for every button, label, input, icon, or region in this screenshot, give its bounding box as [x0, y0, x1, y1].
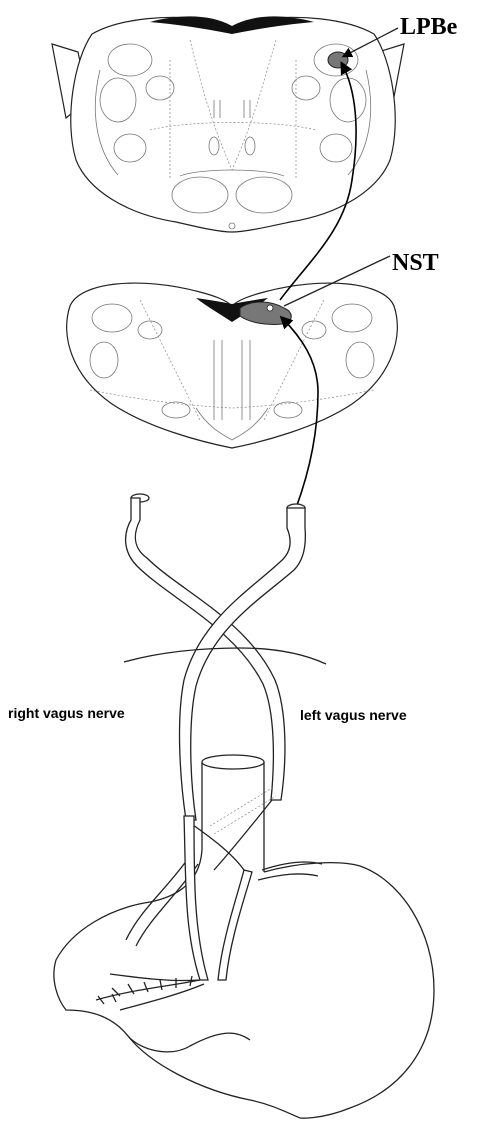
esophagus [202, 762, 264, 872]
anterior-trunk [184, 816, 208, 980]
lpbe-region [328, 52, 348, 68]
recurrent-branch [124, 648, 326, 664]
posterior-trunk [218, 870, 252, 980]
vagus-nerves [124, 494, 326, 820]
esophagus-top [202, 755, 264, 769]
pons-outline [71, 17, 395, 232]
medulla-section [67, 283, 398, 448]
nst-label: NST [392, 250, 439, 276]
gi-tract [54, 755, 434, 1118]
left-vagus-nerve [180, 508, 306, 820]
stomach-greater-curve [264, 863, 434, 1119]
left-vagus-label: left vagus nerve [300, 707, 407, 723]
pons-section [52, 16, 404, 232]
lpbe-label: LPBe [400, 14, 458, 40]
hepatic-branch [96, 974, 204, 1010]
right-vagus-label: right vagus nerve [8, 705, 125, 721]
